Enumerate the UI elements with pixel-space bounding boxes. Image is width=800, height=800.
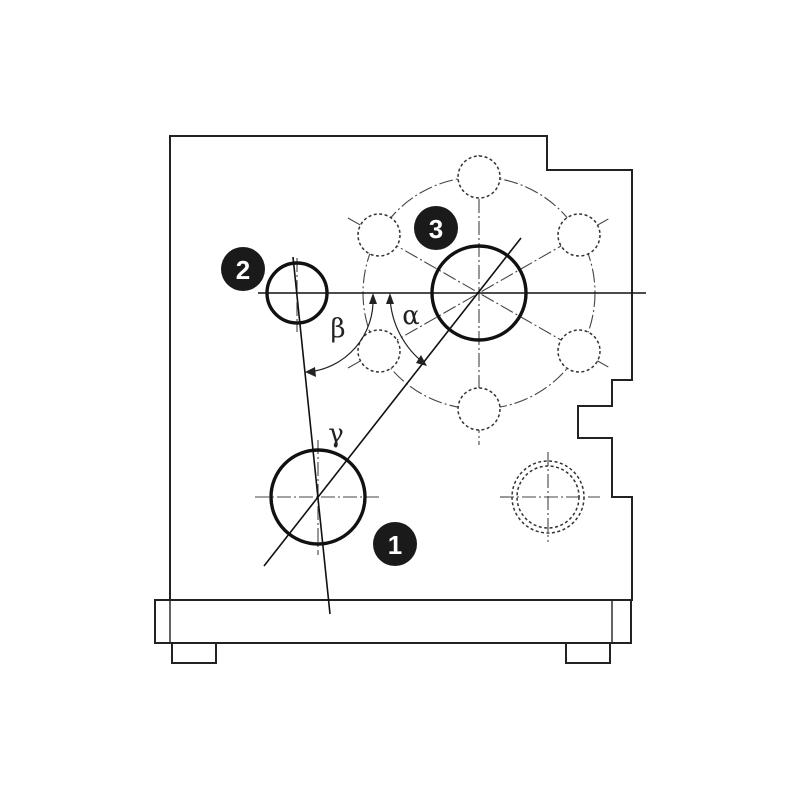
- fixture-body-outline: [169, 135, 633, 601]
- hole-3: [430, 244, 528, 342]
- bolt-hole-upper-right: [557, 213, 601, 257]
- svg-text:1: 1: [388, 530, 402, 560]
- badge-hole-3: 3: [414, 206, 458, 250]
- badge-hole-1: 1: [373, 522, 417, 566]
- bolt-hole-lower-right: [557, 329, 601, 373]
- angle-gamma-label: γ: [328, 419, 344, 449]
- bolt-holes: [357, 155, 601, 431]
- line-hole1-to-hole3: [263, 237, 522, 567]
- bolt-hole-top: [457, 155, 501, 199]
- bolt-hole-lower-left: [357, 329, 401, 373]
- auxiliary-hole: [500, 452, 600, 542]
- base-plate: [154, 599, 632, 644]
- svg-text:2: 2: [236, 255, 250, 285]
- hole-2: [265, 261, 329, 325]
- angle-alpha-arc: [386, 293, 427, 366]
- angle-beta-label: β: [330, 314, 345, 344]
- svg-text:3: 3: [429, 214, 443, 244]
- right-foot: [565, 642, 611, 664]
- bolt-hole-bottom: [457, 387, 501, 431]
- angle-alpha-label: α: [402, 301, 420, 331]
- bolt-hole-upper-left: [357, 213, 401, 257]
- badge-hole-2: 2: [221, 247, 265, 291]
- line-hole2-to-hole1: [292, 256, 331, 615]
- hole-1: [269, 448, 367, 546]
- left-foot: [171, 642, 217, 664]
- angle-beta-arc: [305, 293, 377, 377]
